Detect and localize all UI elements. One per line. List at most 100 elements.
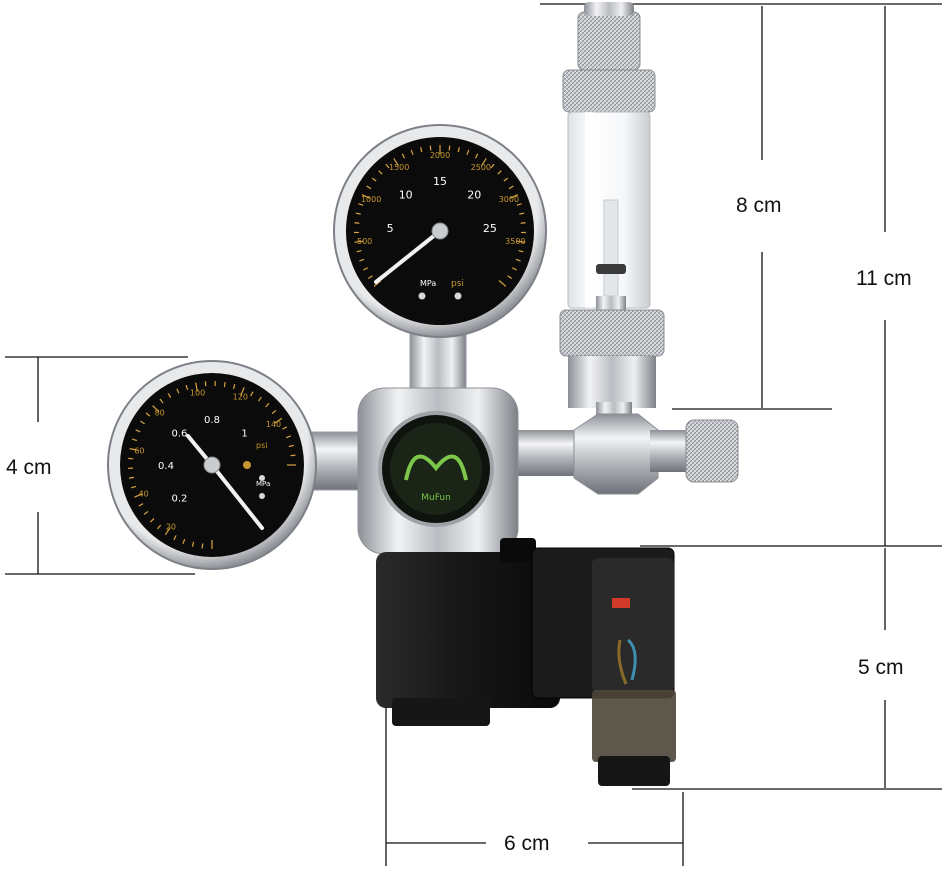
- lp-tick: [282, 426, 288, 430]
- hp-tick: [466, 149, 470, 155]
- lp-outer-scale-label: 100: [190, 388, 205, 397]
- lp-tick: [257, 396, 262, 402]
- lp-tick: [129, 448, 139, 451]
- lp-tick: [232, 383, 236, 390]
- lp-inner-scale-label: 0.2: [172, 494, 188, 505]
- hp-tick: [420, 147, 423, 153]
- hp-outer-scale-label: 2000: [430, 151, 450, 160]
- hp-tick: [356, 250, 362, 253]
- label-8cm: 8 cm: [736, 194, 782, 217]
- hp-outer-scale-label: 2500: [471, 163, 491, 172]
- lp-inner-scale-label: 0.4: [158, 461, 174, 472]
- lp-tick: [131, 438, 138, 442]
- lp-tick: [201, 543, 204, 549]
- lp-unit-mpa: MPa: [256, 480, 270, 488]
- hp-tick: [474, 153, 479, 159]
- lp-tick: [145, 412, 151, 417]
- hp-tick: [385, 163, 390, 169]
- lp-tick: [143, 510, 149, 515]
- lp-inner-scale-label: 0.6: [172, 428, 188, 439]
- screw-icon: [259, 475, 265, 481]
- hp-unit-mpa: MPa: [420, 279, 436, 288]
- hp-tick: [378, 170, 383, 175]
- lp-tick: [149, 518, 155, 523]
- lp-tick: [164, 527, 171, 536]
- hp-tick: [511, 267, 517, 271]
- solenoid-valve: [376, 538, 676, 786]
- lp-tick: [191, 541, 195, 547]
- hp-tick: [490, 163, 495, 169]
- dimension-lines: [5, 3, 942, 866]
- hp-outer-scale-label: 1500: [389, 163, 409, 172]
- lp-tick: [290, 454, 296, 457]
- hp-tick: [355, 212, 361, 215]
- lp-tick: [135, 429, 141, 433]
- lp-tick: [265, 402, 270, 408]
- hp-inner-scale-label: 20: [467, 189, 481, 202]
- hp-inner-scale-label: 10: [399, 189, 413, 202]
- hp-tick: [371, 177, 377, 182]
- lp-needle: [210, 463, 264, 530]
- bubble-counter: [559, 2, 665, 420]
- label-5cm: 5 cm: [858, 656, 904, 679]
- hp-tick: [480, 158, 487, 167]
- tee-fitting: [516, 413, 690, 495]
- hp-tick: [366, 185, 372, 190]
- lp-outer-scale-label: 20: [166, 523, 176, 532]
- hp-tick: [519, 212, 525, 215]
- hp-tick: [401, 153, 406, 159]
- hp-tick: [448, 145, 451, 151]
- hp-tick: [358, 203, 364, 206]
- hp-outer-scale-label: 3500: [505, 237, 525, 246]
- hp-tick: [367, 275, 373, 279]
- screw-icon: [418, 292, 426, 300]
- lp-tick: [152, 405, 160, 413]
- label-11cm: 11 cm: [856, 267, 912, 290]
- hp-tick: [516, 203, 522, 206]
- lp-tick: [140, 420, 145, 425]
- lp-tick: [128, 476, 135, 479]
- lp-unit-psi: psi: [256, 441, 267, 450]
- lp-tick: [130, 485, 137, 489]
- lp-tick: [167, 393, 172, 398]
- hp-outer-scale-label: 500: [357, 237, 372, 246]
- lp-tick: [185, 384, 189, 391]
- hp-outer-scale-label: 3000: [499, 195, 519, 204]
- regulator-body: MuFun: [357, 387, 519, 555]
- hp-tick: [429, 145, 432, 151]
- lp-inner-scale-label: 1: [241, 428, 247, 439]
- lp-tick: [250, 391, 254, 397]
- hp-tick: [457, 147, 460, 153]
- hp-tick: [359, 258, 365, 262]
- hp-needle: [374, 229, 442, 284]
- hp-tick: [354, 240, 364, 243]
- hp-tick: [497, 170, 502, 175]
- lp-outer-scale-label: 80: [155, 409, 165, 418]
- lp-tick: [156, 524, 162, 530]
- lp-tick: [274, 417, 283, 424]
- hp-unit-psi: psi: [451, 279, 464, 289]
- hp-tick: [516, 240, 526, 243]
- hp-tick: [393, 158, 400, 167]
- label-4cm: 4 cm: [6, 456, 52, 479]
- hp-tick: [410, 149, 414, 155]
- body-logo: MuFun: [421, 493, 451, 503]
- label-6cm: 6 cm: [504, 832, 550, 855]
- lp-outer-scale-label: 140: [266, 420, 281, 429]
- needle-valve-knob: [685, 419, 739, 483]
- lp-tick: [176, 388, 180, 394]
- lp-outer-scale-label: 120: [233, 393, 248, 402]
- lp-inner-scale-label: 0.8: [204, 415, 220, 426]
- lp-tick: [173, 535, 177, 541]
- lp-tick: [223, 381, 226, 388]
- lp-outer-scale-label: 60: [134, 447, 144, 456]
- lp-tick: [271, 409, 277, 415]
- lp-tick: [288, 444, 294, 448]
- hp-tick: [518, 250, 524, 253]
- hp-inner-scale-label: 15: [433, 175, 447, 188]
- hp-tick: [507, 275, 513, 279]
- hp-tick: [509, 194, 519, 200]
